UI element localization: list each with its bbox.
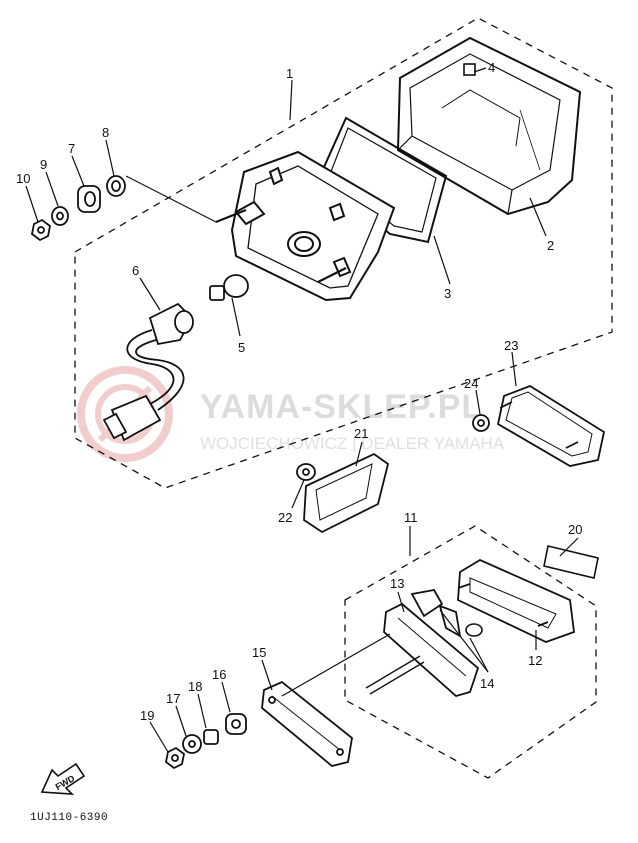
part-label	[543, 545, 599, 579]
stud-leader-line	[125, 175, 217, 223]
callout-6: 6	[132, 263, 139, 278]
callout-13: 13	[390, 576, 404, 591]
callout-11: 11	[404, 510, 418, 525]
part-reflector	[303, 452, 390, 534]
callout-4: 4	[488, 60, 495, 75]
bracket-leader-line	[281, 633, 391, 697]
part-collar-lower	[203, 729, 219, 745]
callout-18: 18	[188, 679, 202, 694]
callout-15: 15	[252, 645, 266, 660]
callout-20: 20	[568, 522, 582, 537]
callout-3: 3	[444, 286, 451, 301]
callout-2: 2	[547, 238, 554, 253]
callout-19: 19	[140, 708, 154, 723]
callout-21: 21	[354, 426, 368, 441]
part-taillight-housing	[230, 150, 396, 302]
part-grommet-lower	[225, 713, 247, 735]
forward-arrow-icon: FWD	[40, 762, 86, 795]
part-reflector-nut	[296, 463, 316, 481]
part-nut	[31, 218, 51, 242]
callout-1: 1	[286, 66, 293, 81]
assembly-outline-license-light	[344, 525, 597, 779]
part-license-bulb	[465, 623, 483, 637]
callout-22: 22	[278, 510, 292, 525]
callout-12: 12	[528, 653, 542, 668]
part-washer-lower	[182, 734, 202, 754]
part-lens	[396, 36, 582, 216]
callout-17: 17	[166, 691, 180, 706]
callout-5: 5	[238, 340, 245, 355]
part-grommet	[77, 185, 101, 213]
housing-stud-upper	[215, 208, 247, 224]
part-license-wire	[365, 655, 425, 695]
part-bulb	[209, 274, 249, 301]
callout-10: 10	[16, 171, 30, 186]
watermark-subtitle: WOJCIECHOWICZ | DEALER YAMAHA	[200, 434, 505, 453]
callout-8: 8	[102, 125, 109, 140]
watermark: YAMA-SKLEP.PL WOJCIECHOWICZ | DEALER YAM…	[77, 366, 505, 462]
part-socket-cord	[102, 302, 194, 442]
part-bracket-plate	[261, 680, 353, 767]
callout-7: 7	[68, 141, 75, 156]
housing-stud-lower	[317, 267, 347, 283]
callout-16: 16	[212, 667, 226, 682]
callout-9: 9	[40, 157, 47, 172]
callout-24: 24	[464, 376, 478, 391]
watermark-title: YAMA-SKLEP.PL	[200, 388, 483, 426]
part-nut-lower	[165, 746, 185, 770]
assembly-outline-taillight	[74, 17, 613, 489]
callout-14: 14	[480, 676, 494, 691]
callout-labels: 1 2 3 4 5 6 7 8 9 10 11 12 13 14 15 16 1…	[16, 60, 582, 723]
part-lens-clip	[463, 63, 476, 76]
part-washer	[51, 206, 69, 226]
diagram-code: 1UJ110-6390	[30, 812, 109, 824]
part-side-reflector-nut	[472, 414, 490, 432]
callout-leaders	[25, 67, 579, 753]
part-license-bracket	[383, 589, 480, 698]
callout-23: 23	[504, 338, 518, 353]
part-collar	[106, 175, 126, 197]
part-license-light-lens	[457, 558, 575, 643]
part-side-reflector	[496, 384, 606, 467]
